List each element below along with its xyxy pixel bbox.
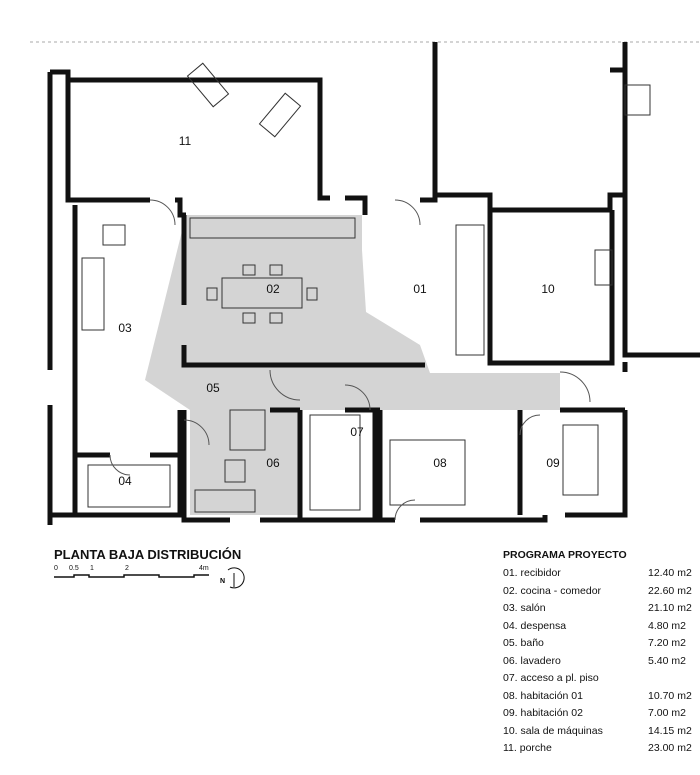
program-room-name: 11. porche [503, 742, 552, 754]
program-row: 03. salón 21.10 m2 [503, 602, 692, 620]
program-row: 01. recibidor 12.40 m2 [503, 567, 692, 585]
program-room-area: 23.00 m2 [648, 742, 692, 754]
program-row: 08. habitación 01 10.70 m2 [503, 690, 692, 708]
program-row: 04. despensa 4.80 m2 [503, 620, 692, 638]
program-row: 09. habitación 02 7.00 m2 [503, 707, 692, 725]
program-row: 06. lavadero 5.40 m2 [503, 655, 692, 673]
plan-title: PLANTA BAJA DISTRIBUCIÓN [54, 547, 242, 562]
north-label: N [220, 578, 226, 585]
program-row: 02. cocina - comedor 22.60 m2 [503, 585, 692, 603]
program-room-area: 21.10 m2 [648, 602, 692, 614]
doors [109, 199, 591, 521]
room-label-04: 04 [118, 474, 132, 488]
program-room-area: 22.60 m2 [648, 584, 692, 597]
program-room-name: 08. habitación 01 [503, 689, 583, 702]
room-label-09: 09 [546, 456, 560, 470]
scale-bar-line [54, 574, 209, 578]
scale-tick: 2 [125, 565, 129, 572]
program-room-name: 02. cocina - comedor [503, 584, 602, 597]
scale-tick: 4m [199, 565, 209, 572]
program-row: 10. sala de máquinas 14.15 m2 [503, 725, 692, 743]
floor-plan: 11 02 01 10 03 05 07 06 08 09 04 [30, 41, 700, 525]
program-room-area: 12.40 m2 [648, 567, 692, 579]
program-room-area: 4.80 m2 [648, 619, 686, 632]
program-room-area: 14.15 m2 [648, 724, 692, 737]
program-row: 05. baño 7.20 m2 [503, 637, 692, 655]
room-label-10: 10 [541, 282, 555, 296]
program-room-name: 07. acceso a pl. piso [503, 672, 599, 684]
room-label-06: 06 [266, 456, 280, 470]
program-room-name: 03. salón [503, 602, 546, 614]
furniture [81, 62, 651, 513]
room-label-08: 08 [433, 456, 447, 470]
scale-bar: 0 0.5 1 2 4m [54, 565, 214, 585]
program-room-name: 06. lavadero [503, 654, 561, 667]
walls [47, 42, 700, 525]
room-label-02: 02 [266, 282, 280, 296]
program-room-area: 7.00 m2 [648, 707, 686, 719]
room-label-05: 05 [206, 381, 220, 395]
program-room-name: 01. recibidor [503, 567, 561, 579]
scale-tick: 0 [54, 565, 58, 572]
program-room-area: 10.70 m2 [648, 689, 692, 702]
program-room-area: 5.40 m2 [648, 654, 686, 667]
room-labels: 11 02 01 10 03 05 07 06 08 09 04 [118, 134, 560, 488]
program-row: 07. acceso a pl. piso [503, 672, 692, 690]
room-label-03: 03 [118, 321, 132, 335]
program-row: 11. porche 23.00 m2 [503, 742, 692, 760]
scale-tick: 0.5 [69, 565, 79, 572]
program-room-area: 7.20 m2 [648, 637, 686, 649]
room-label-11: 11 [179, 134, 192, 148]
room-label-01: 01 [413, 282, 427, 296]
program-room-name: 09. habitación 02 [503, 707, 583, 719]
program-title: PROGRAMA PROYECTO [503, 549, 627, 561]
program-room-name: 04. despensa [503, 619, 567, 632]
room-label-07: 07 [350, 425, 364, 439]
north-arrow: N [220, 565, 246, 589]
program-room-name: 10. sala de máquinas [503, 724, 603, 737]
scale-tick: 1 [90, 565, 94, 572]
program-room-name: 05. baño [503, 637, 544, 649]
